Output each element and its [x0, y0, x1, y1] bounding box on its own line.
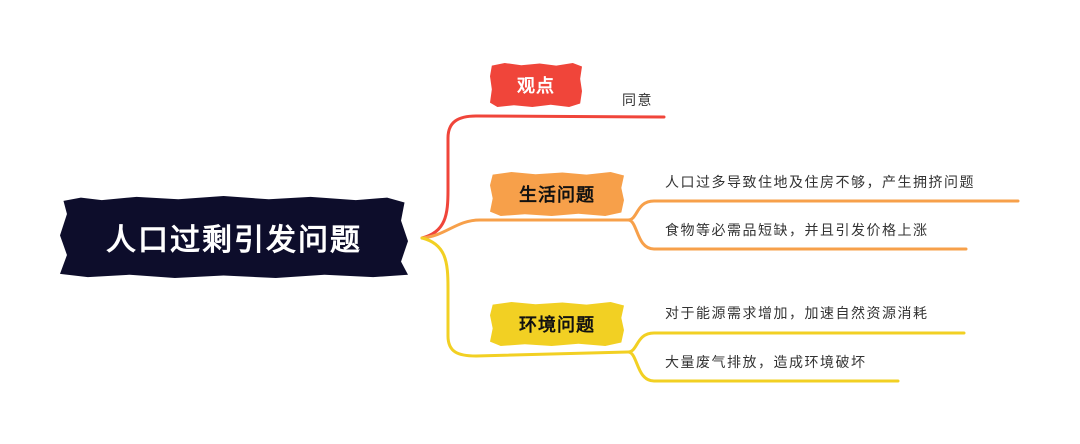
leaf-env-energy[interactable]: 对于能源需求增加，加速自然资源消耗 [665, 306, 929, 322]
connector-life-leaf-2 [626, 218, 968, 251]
branch-environment-problems[interactable]: 环境问题 [490, 302, 624, 346]
connector-life-leaf-1 [626, 199, 1020, 222]
leaf-viewpoint-agree[interactable]: 同意 [622, 93, 653, 109]
connector-root-life [420, 218, 630, 240]
root-node[interactable]: 人口过剩引发问题 [60, 196, 408, 278]
leaf-life-food[interactable]: 食物等必需品短缺，并且引发价格上涨 [665, 223, 929, 239]
leaf-env-emissions[interactable]: 大量废气排放，造成环境破坏 [665, 355, 867, 371]
connector-root-env [420, 236, 630, 358]
connector-env-leaf-1 [626, 331, 966, 354]
branch-viewpoint[interactable]: 观点 [490, 63, 582, 107]
connector-root-viewpoint [420, 114, 666, 240]
connector-env-leaf-2 [626, 350, 900, 383]
branch-life-problems[interactable]: 生活问题 [490, 172, 624, 216]
leaf-life-housing[interactable]: 人口过多导致住地及住房不够，产生拥挤问题 [665, 175, 975, 191]
